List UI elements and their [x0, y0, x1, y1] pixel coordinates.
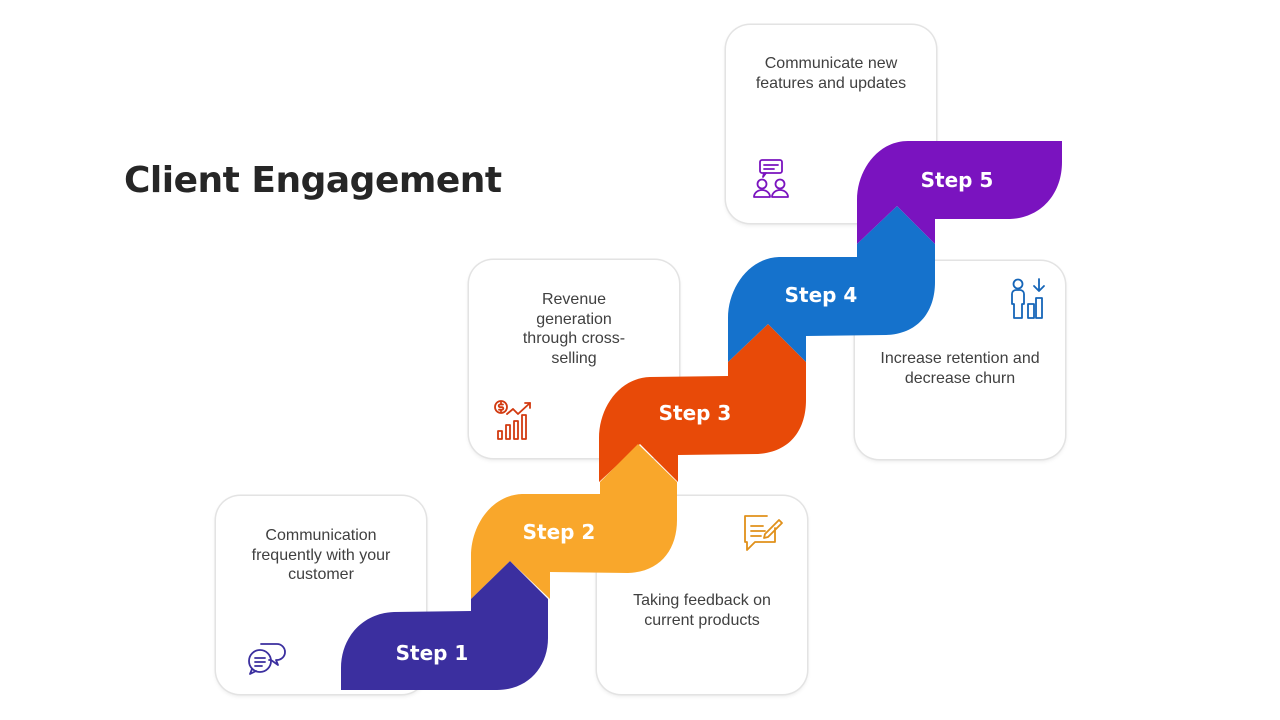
step-1-label: Step 1: [396, 641, 469, 665]
step-3-text: Revenue generation through cross-selling: [522, 291, 626, 367]
feedback-note-icon: [741, 512, 785, 556]
revenue-growth-icon: [493, 398, 537, 442]
step-5-label: Step 5: [921, 168, 994, 192]
step-3-ribbon: [599, 324, 806, 482]
retention-icon: [1009, 276, 1053, 320]
step-4-text: Increase retention and decrease churn: [880, 350, 1040, 387]
step-4-card: Increase retention and decrease churn: [855, 261, 1065, 459]
step-5-ribbon: [857, 141, 1062, 244]
step-1-ribbon: [341, 561, 548, 690]
step-2-text: Taking feedback on current products: [633, 592, 771, 629]
chat-bubbles-icon: [244, 634, 288, 678]
step-3-label: Step 3: [659, 401, 732, 425]
page-title: Client Engagement: [124, 160, 502, 201]
step-1-text: Communication frequently with your custo…: [251, 527, 391, 583]
step-2-ribbon: [471, 444, 677, 599]
step-4-ribbon: [728, 206, 935, 362]
team-communication-icon: [750, 157, 794, 201]
step-2-label: Step 2: [523, 520, 596, 544]
step-5-text: Communicate new features and updates: [755, 55, 907, 92]
step-4-label: Step 4: [785, 283, 858, 307]
